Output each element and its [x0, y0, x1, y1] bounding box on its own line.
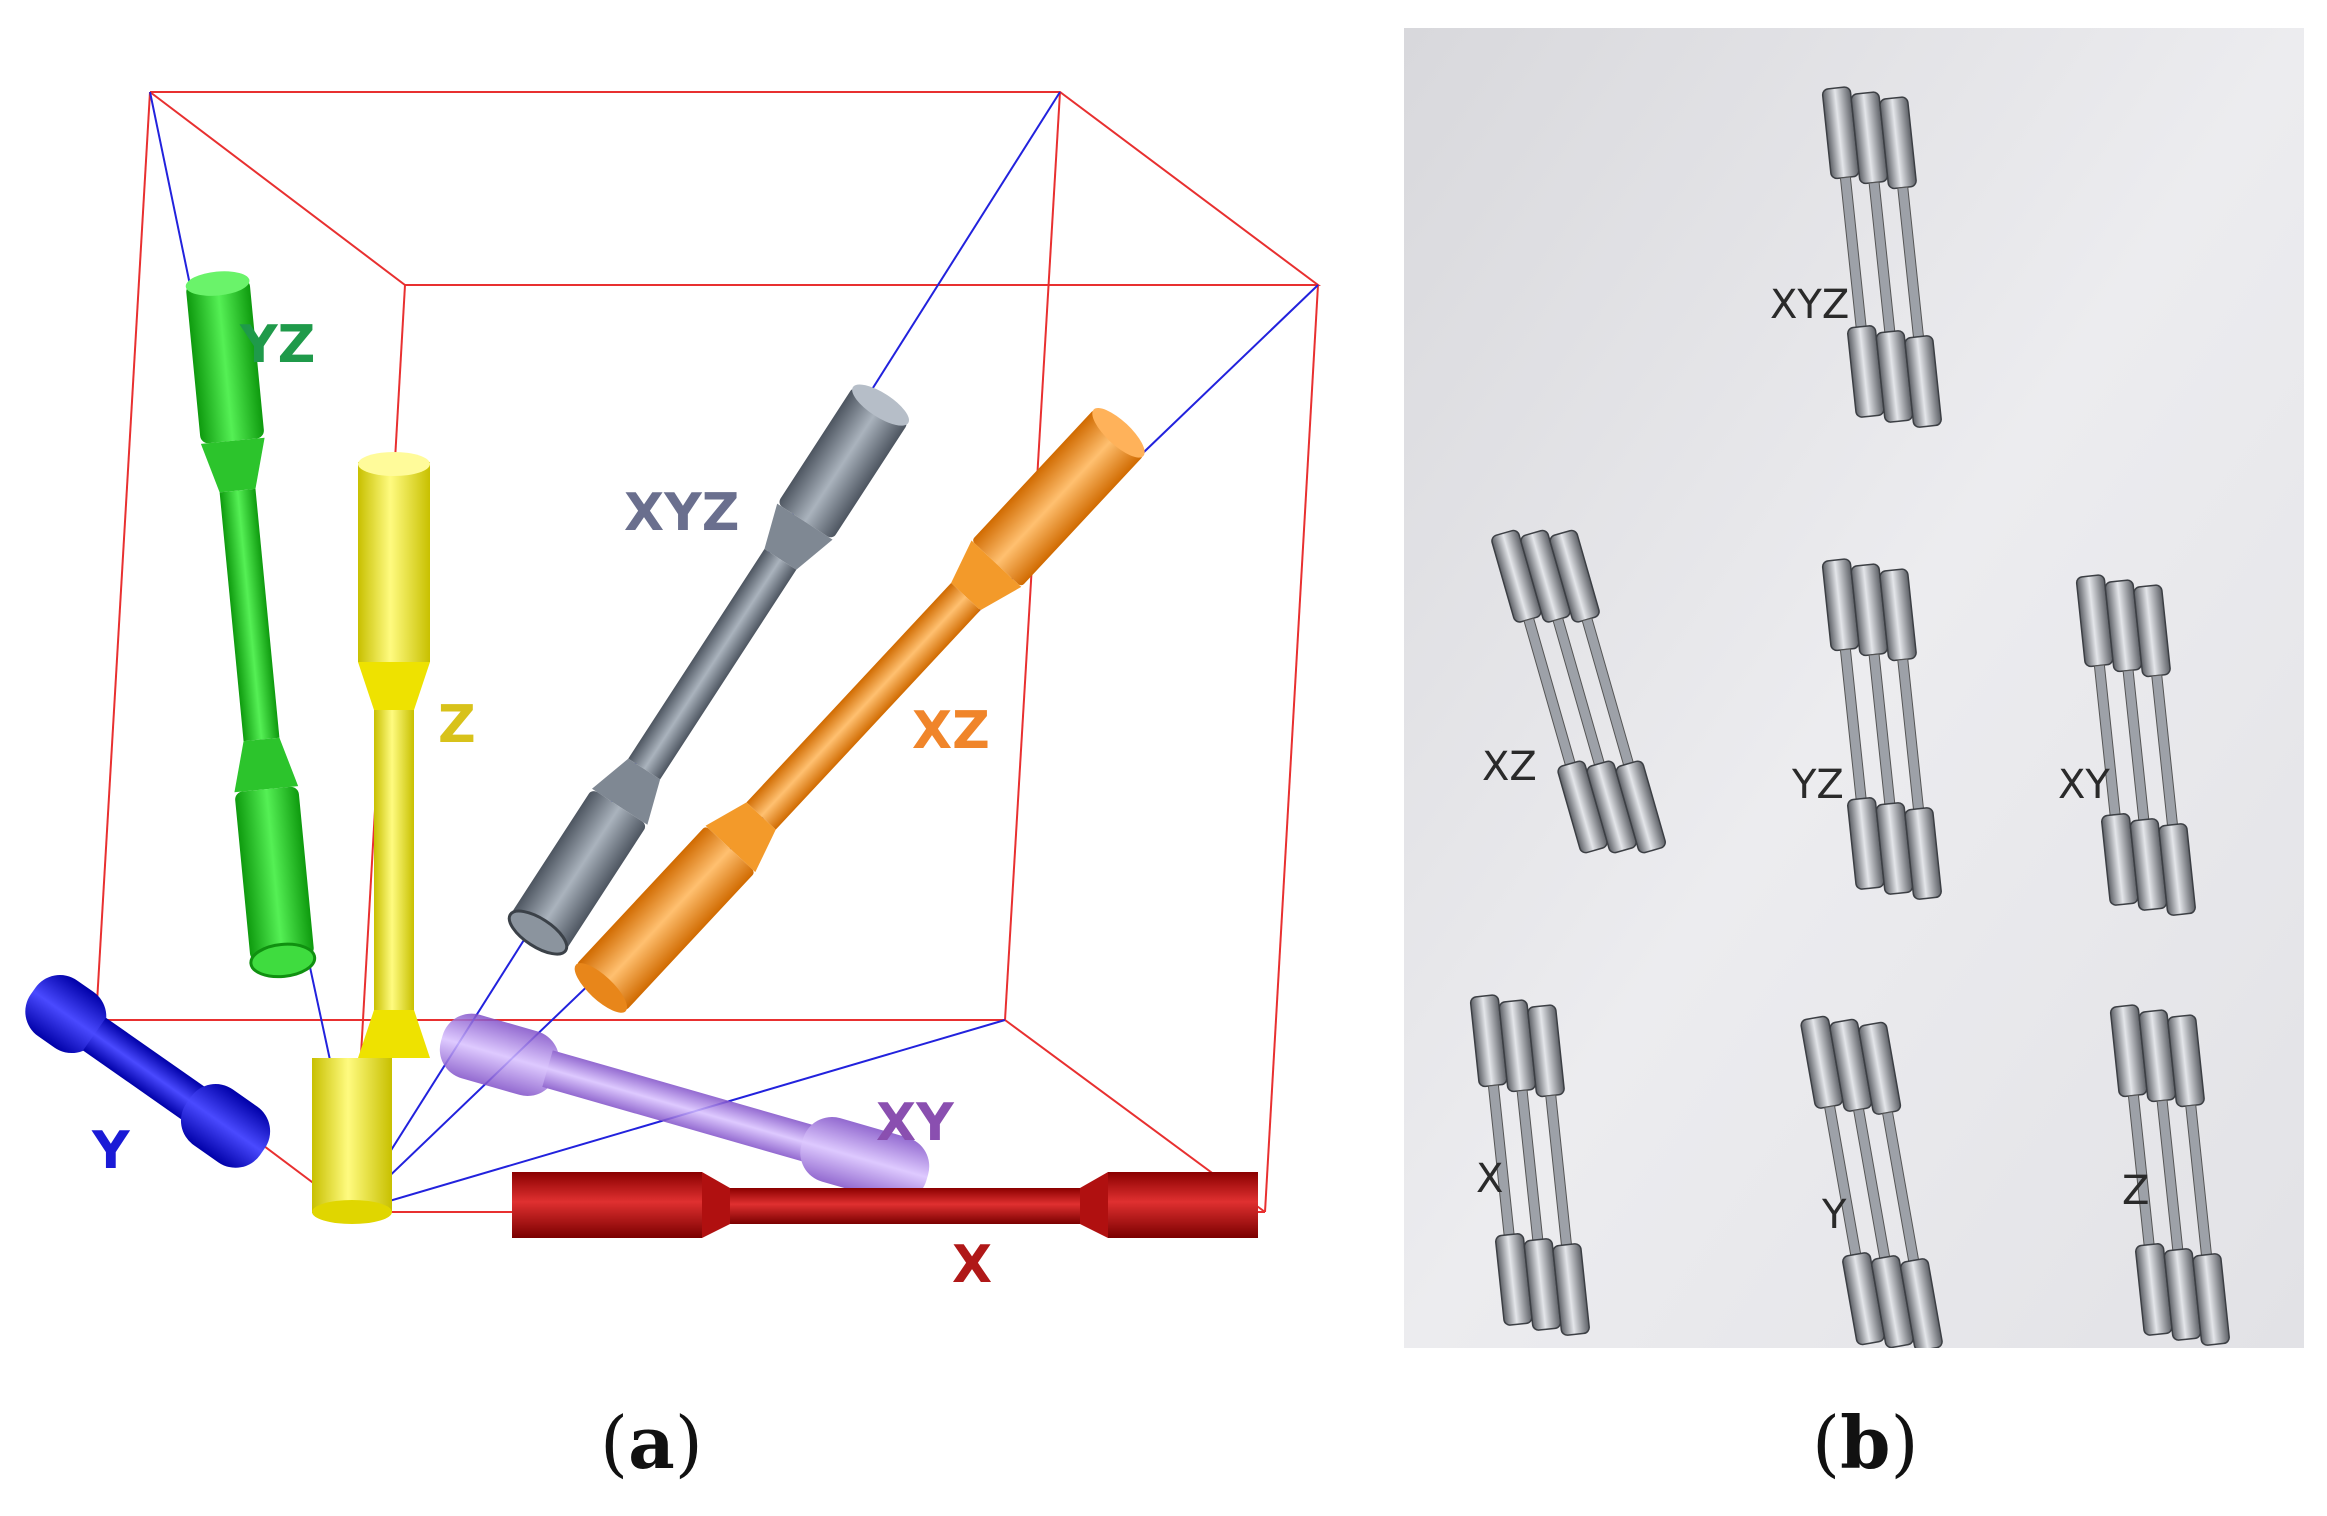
label-xy: XY	[876, 1093, 955, 1153]
photo-label-z: Z	[2122, 1168, 2149, 1214]
specimen-xyz	[507, 384, 910, 956]
label-y: Y	[91, 1121, 131, 1181]
panel-a-diagram: YZ Z XYZ XZ Y	[25, 91, 1322, 1295]
specimen-xy	[439, 1013, 930, 1203]
specimen-xz	[574, 408, 1145, 1013]
label-z: Z	[438, 695, 476, 755]
photo-label-xy: XY	[2058, 762, 2110, 808]
photo-label-yz: YZ	[1791, 762, 1844, 808]
label-yz: YZ	[239, 315, 315, 375]
caption-b: (b)	[1812, 1400, 1919, 1485]
label-xz: XZ	[912, 701, 990, 761]
specimen-yz	[185, 271, 317, 979]
specimen-z	[312, 452, 430, 1224]
photo-label-xz: XZ	[1482, 744, 1537, 790]
photo-label-y: Y	[1821, 1192, 1847, 1238]
caption-a: (a)	[600, 1400, 703, 1485]
panel-b-photo: XYZ XZ YZ XY X Y Z	[1404, 28, 2304, 1348]
photo-label-xyz: XYZ	[1770, 282, 1849, 328]
specimen-x	[512, 1172, 1258, 1238]
specimen-y	[25, 975, 271, 1168]
label-x: X	[952, 1235, 992, 1295]
photo-label-x: X	[1476, 1156, 1503, 1202]
label-xyz: XYZ	[624, 483, 739, 543]
